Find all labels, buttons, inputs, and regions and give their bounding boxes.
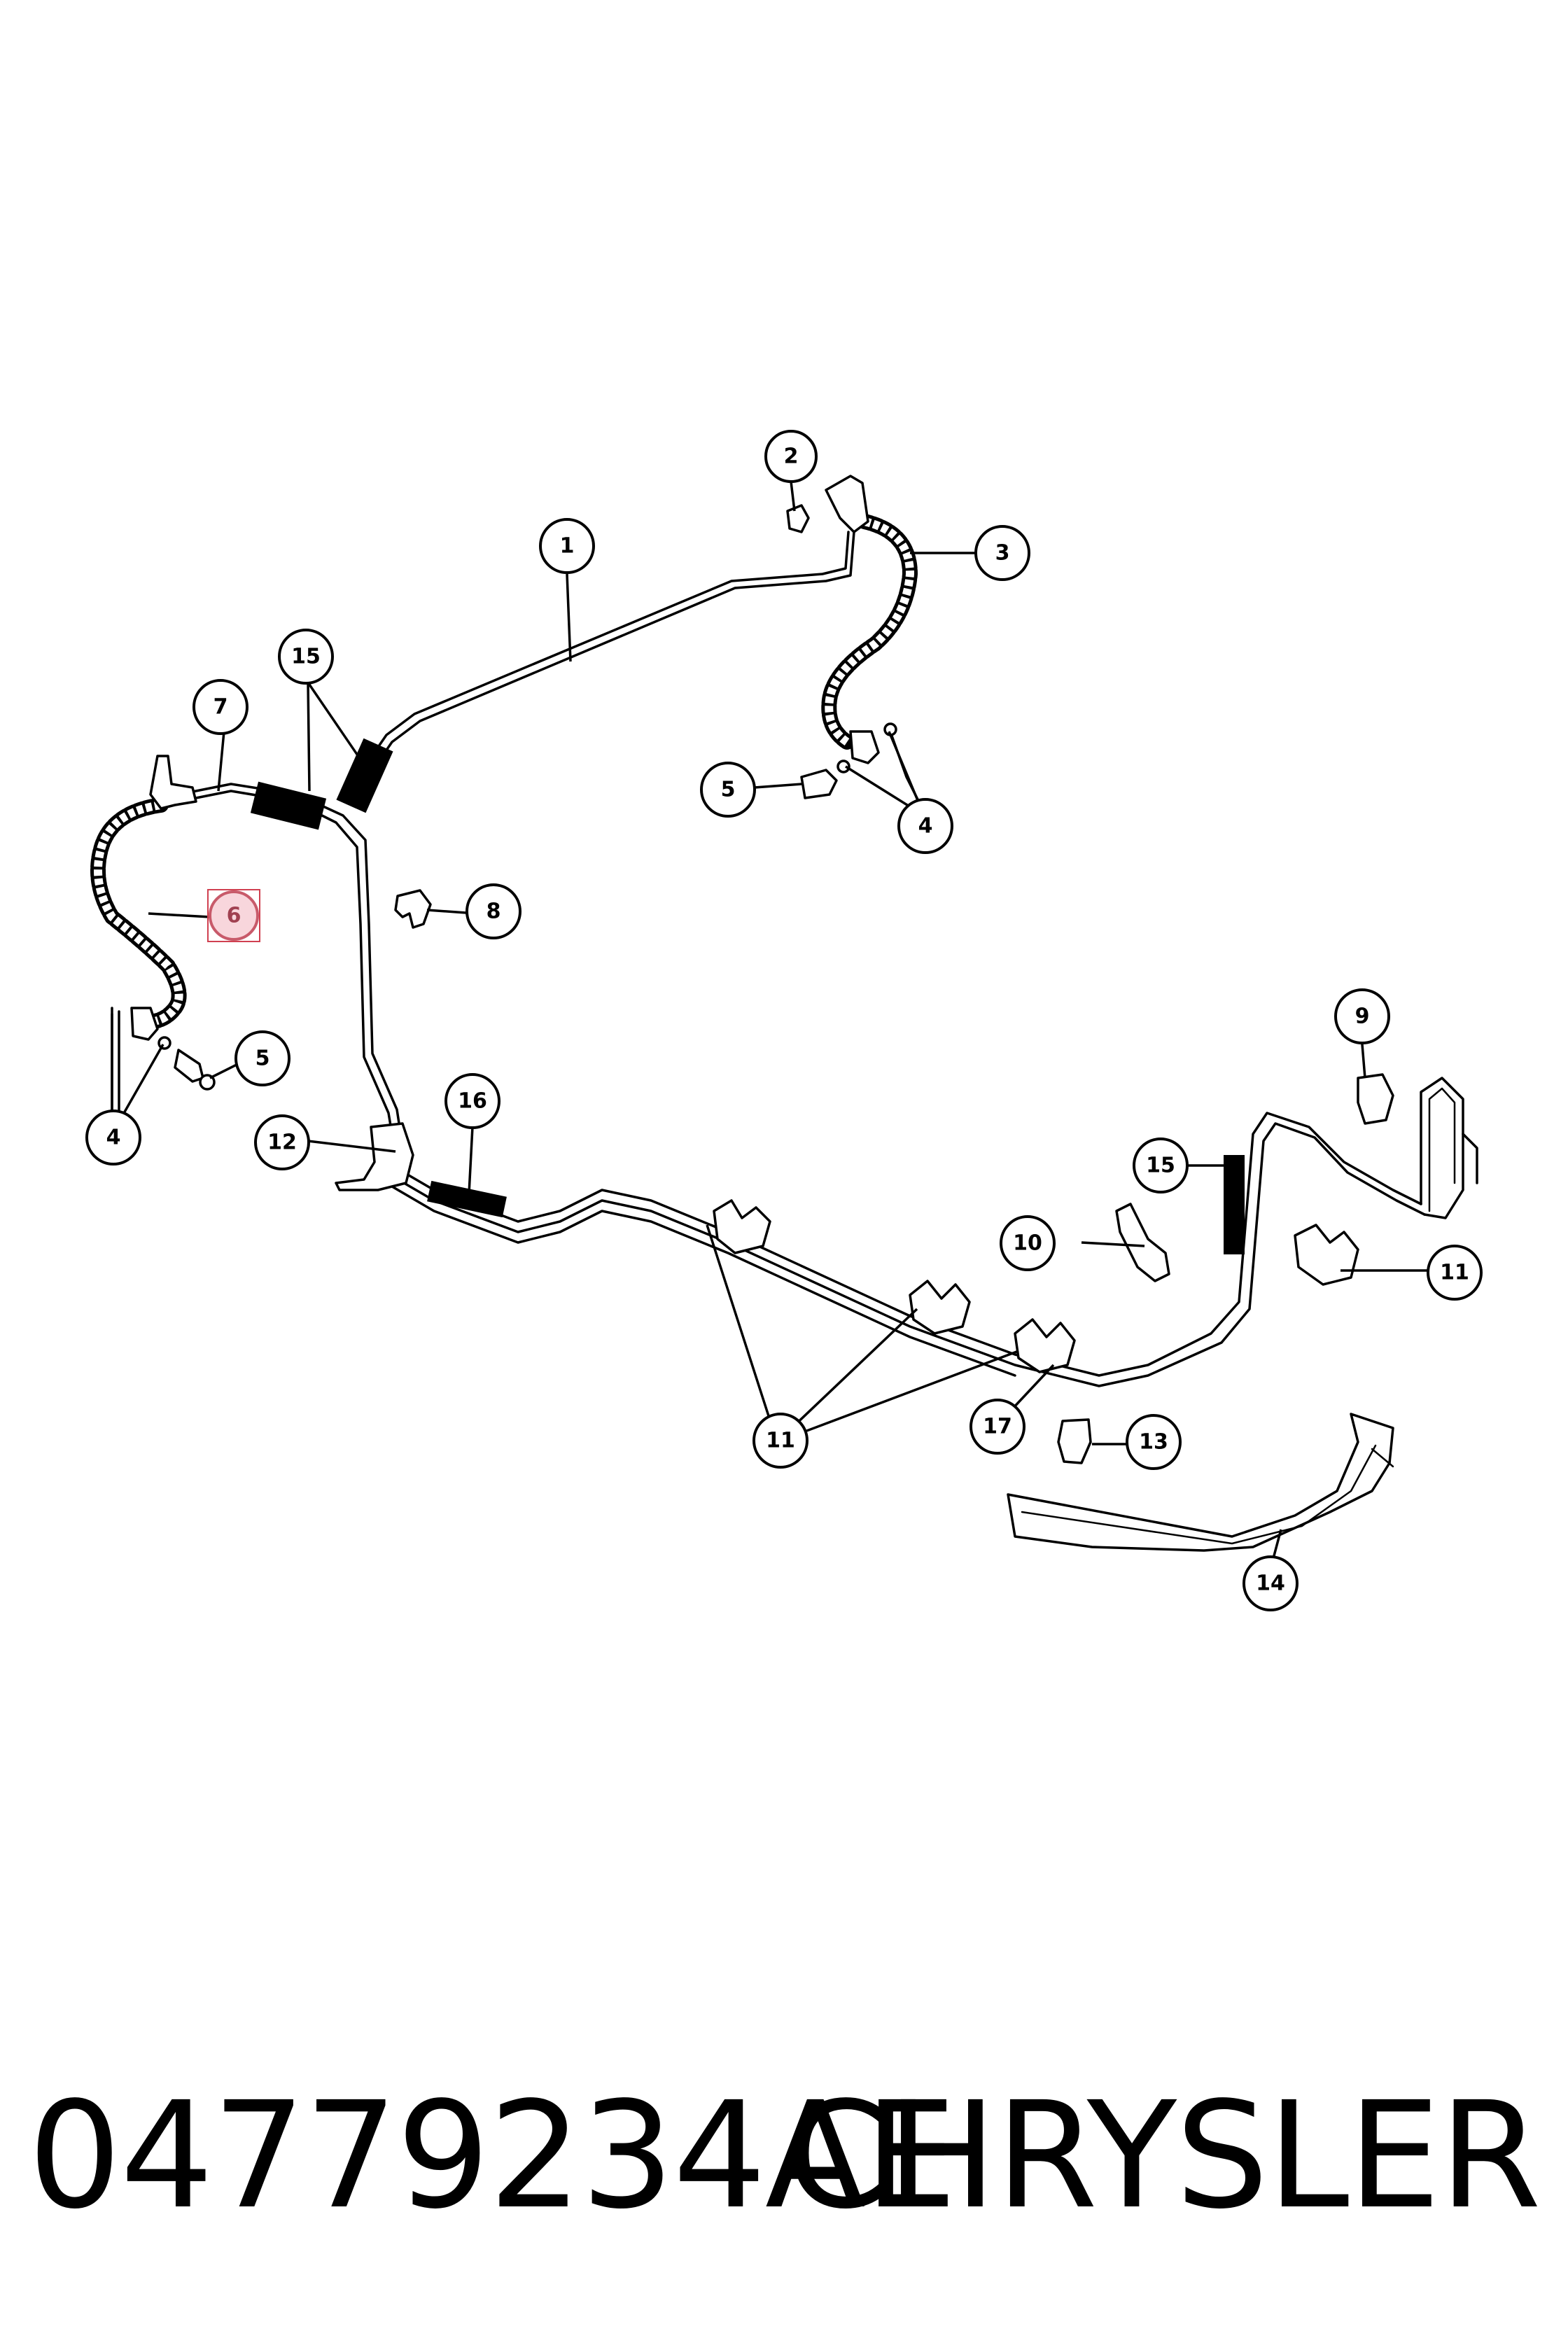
svg-text:17: 17 [983, 1415, 1012, 1439]
svg-text:10: 10 [1013, 1231, 1042, 1256]
svg-text:13: 13 [1139, 1430, 1168, 1455]
brake-tube-1 [346, 531, 855, 799]
callout-15-right[interactable]: 15 [1133, 1138, 1189, 1194]
tube-clip-10 [1115, 1203, 1170, 1282]
callout-5-right[interactable]: 5 [700, 762, 756, 818]
right-washer-4-lower [836, 760, 850, 774]
callout-17[interactable]: 17 [969, 1399, 1026, 1455]
callout-2[interactable]: 2 [764, 430, 818, 483]
svg-text:3: 3 [995, 541, 1010, 566]
svg-text:4: 4 [918, 814, 933, 839]
junction-block-12 [335, 1122, 414, 1191]
svg-text:1: 1 [560, 534, 575, 559]
callout-16[interactable]: 16 [444, 1073, 500, 1129]
left-banjo-bolt-5 [174, 1049, 204, 1083]
bundle-clip-11-a [713, 1199, 771, 1254]
svg-text:7: 7 [214, 695, 228, 720]
brake-hose-3 [821, 514, 918, 750]
callout-10[interactable]: 10 [1000, 1215, 1056, 1271]
right-hose-bracket [825, 475, 869, 533]
bundle-clip-11-c [1014, 1318, 1076, 1373]
left-hose-bracket [149, 755, 197, 810]
svg-text:11: 11 [766, 1429, 795, 1453]
svg-text:5: 5 [721, 778, 736, 802]
svg-text:11: 11 [1440, 1261, 1469, 1285]
svg-text:4: 4 [106, 1126, 121, 1150]
right-caliper-fitting [849, 730, 880, 764]
right-banjo-bolt-5 [800, 769, 838, 799]
brake-tube-7 [167, 783, 405, 1156]
svg-text:5: 5 [255, 1046, 270, 1071]
sleeve-15-upper [336, 738, 393, 813]
callout-8[interactable]: 8 [465, 883, 522, 939]
left-caliper-fitting [130, 1007, 159, 1041]
part-number: 04779234AE [28, 2070, 957, 2241]
svg-text:15: 15 [1146, 1154, 1175, 1178]
callout-9[interactable]: 9 [1334, 988, 1390, 1044]
svg-text:15: 15 [291, 645, 321, 669]
highlight-box [207, 889, 260, 942]
callout-3[interactable]: 3 [974, 525, 1030, 581]
callout-4-left[interactable]: 4 [85, 1110, 141, 1166]
svg-text:14: 14 [1256, 1572, 1285, 1596]
callout-12[interactable]: 12 [254, 1114, 310, 1170]
callout-5-left[interactable]: 5 [234, 1030, 290, 1086]
svg-text:6: 6 [227, 904, 241, 928]
brake-hose-6 [90, 797, 187, 1030]
callout-14[interactable]: 14 [1242, 1555, 1298, 1611]
sleeve-16 [427, 1180, 507, 1218]
tube-clip-8 [394, 889, 432, 929]
brake-tube-bundle-17 [391, 1077, 1478, 1387]
callout-4-right[interactable]: 4 [897, 798, 953, 854]
callout-15-left[interactable]: 15 [278, 629, 334, 685]
svg-text:12: 12 [267, 1130, 297, 1155]
callout-11-right[interactable]: 11 [1427, 1245, 1483, 1301]
svg-text:2: 2 [784, 444, 799, 469]
callout-6[interactable]: 6 [207, 889, 260, 942]
callout-11-bottom[interactable]: 11 [752, 1413, 808, 1469]
svg-text:16: 16 [458, 1089, 487, 1114]
svg-text:9: 9 [1355, 1004, 1370, 1029]
tube-clip-9 [1357, 1073, 1394, 1125]
bracket-bolt-2 [786, 504, 810, 533]
callout-7[interactable]: 7 [192, 679, 248, 735]
brand-name: CHRYSLER [785, 2070, 1541, 2241]
sleeve-15-right [1224, 1155, 1245, 1254]
svg-text:8: 8 [486, 899, 501, 924]
callout-13[interactable]: 13 [1126, 1414, 1182, 1470]
footer: 04779234AE CHRYSLER [28, 2070, 1541, 2241]
sleeve-15-left [250, 781, 327, 830]
retainer-13 [1057, 1418, 1092, 1464]
bundle-clip-11-d [1294, 1224, 1359, 1286]
bundle-clip-11-b [909, 1280, 971, 1335]
callout-1[interactable]: 1 [539, 518, 595, 574]
